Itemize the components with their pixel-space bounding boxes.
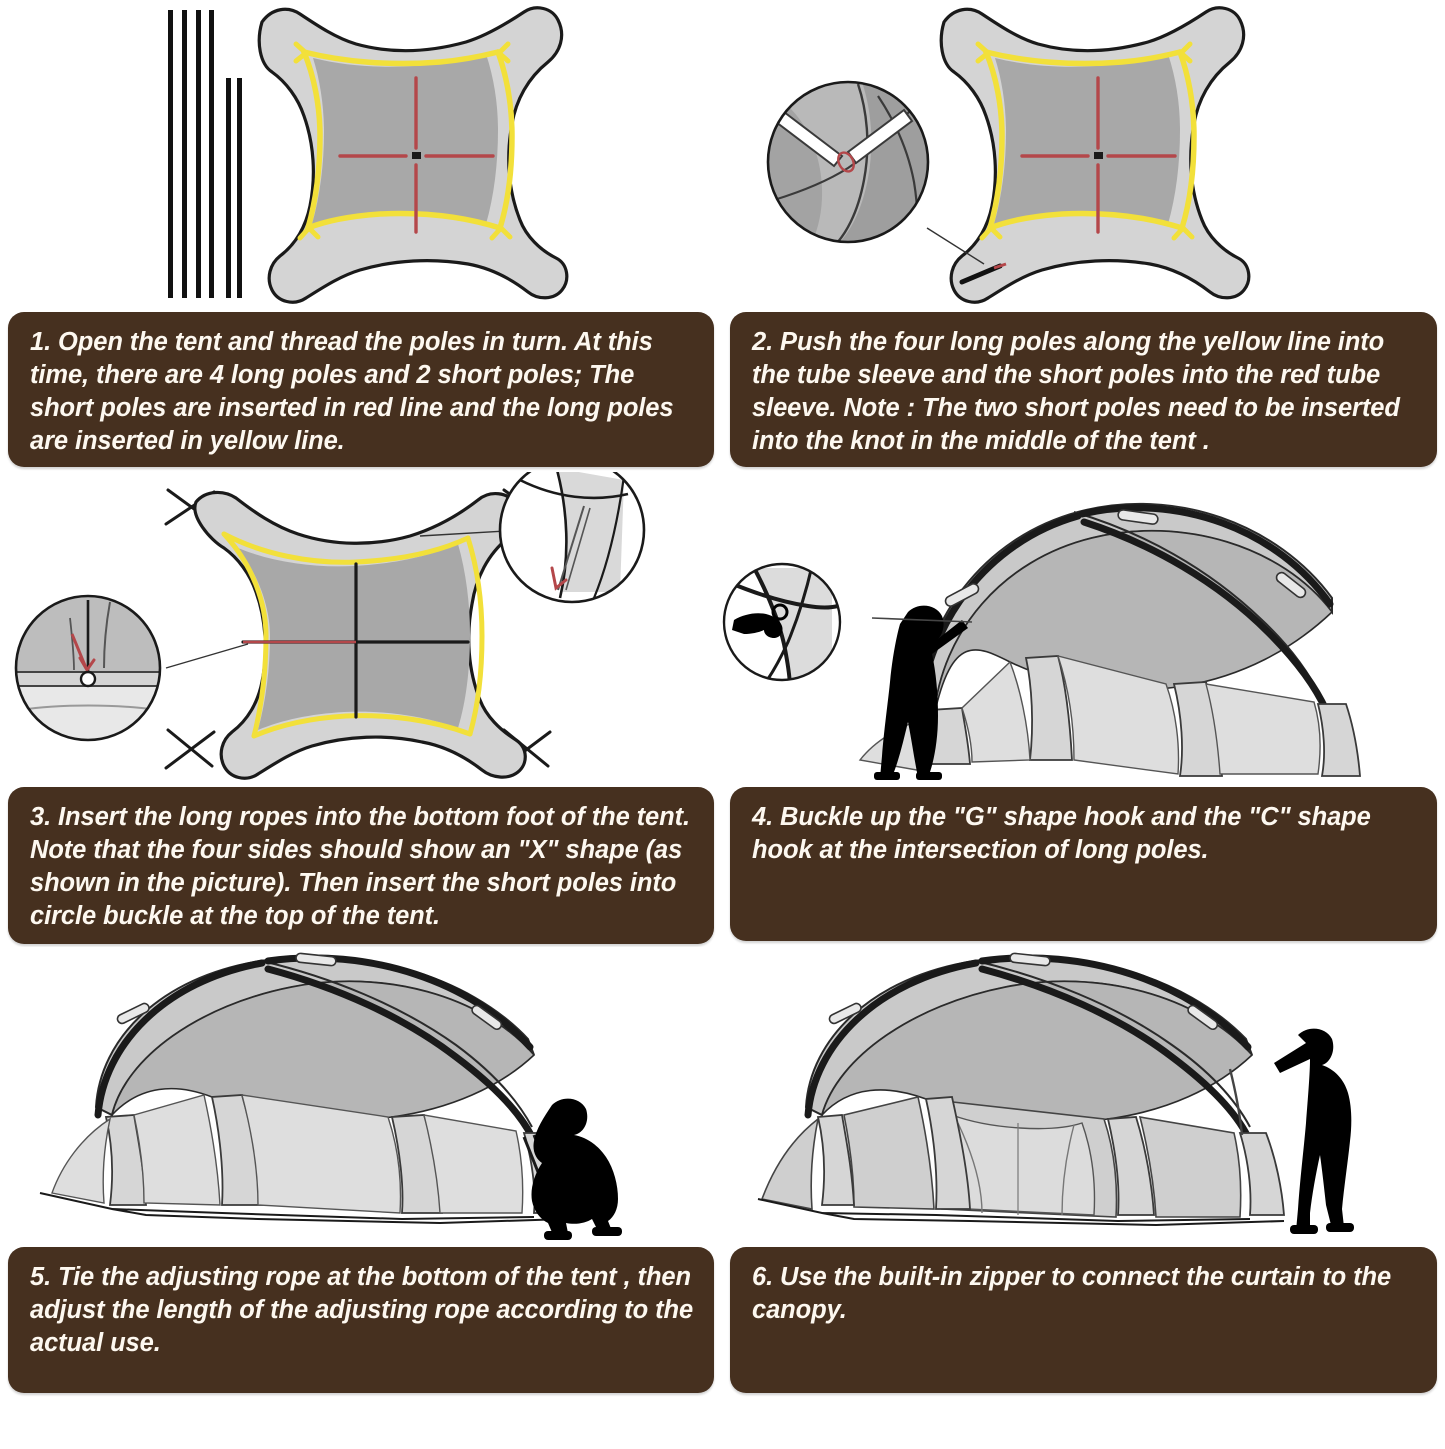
standing-person-silhouette — [1274, 1028, 1354, 1234]
canopy-hook-loops — [828, 952, 1219, 1031]
step-caption-2: 2. Push the four long poles along the ye… — [730, 312, 1437, 467]
canopy-arch-legs — [926, 655, 1361, 777]
step-panel-6: 6. Use the built-in zipper to connect th… — [722, 947, 1445, 1399]
step-panel-5: 5. Tie the adjusting rope at the bottom … — [0, 947, 722, 1399]
step-caption-4: 4. Buckle up the "G" shape hook and the … — [730, 787, 1437, 941]
canopy-arch-legs — [816, 1096, 1285, 1216]
ground-lines — [39, 1192, 567, 1225]
standing-person-silhouette — [874, 605, 968, 780]
short-poles-group — [226, 78, 242, 298]
illustration-flat-tent-with-poles — [0, 0, 722, 312]
canopy-structure — [757, 952, 1285, 1227]
curtain-inner-panels — [950, 1113, 1096, 1216]
flat-tent-body — [257, 6, 569, 304]
illustration-canopy-crouching-person — [0, 947, 722, 1247]
long-poles-group — [168, 10, 214, 298]
detail-leader-line-left — [165, 643, 249, 669]
step-caption-1: 1. Open the tent and thread the poles in… — [8, 312, 714, 467]
step-panel-2: 2. Push the four long poles along the ye… — [722, 0, 1445, 472]
red-sleeve-cross — [1020, 76, 1177, 234]
illustration-flat-tent-pole-insertion — [722, 0, 1445, 312]
canopy-structure — [39, 952, 569, 1225]
center-knot — [412, 152, 421, 159]
detail-leader-line — [926, 227, 985, 265]
canopy-hook-loops — [944, 509, 1307, 607]
canopy-side-curtains — [51, 1094, 524, 1214]
illustration-canopy-with-curtain — [722, 947, 1445, 1247]
yellow-arrow-heads — [293, 41, 513, 241]
step-caption-6: 6. Use the built-in zipper to connect th… — [730, 1247, 1437, 1393]
step-panel-1: 1. Open the tent and thread the poles in… — [0, 0, 722, 472]
yellow-pole-line — [221, 531, 485, 739]
yellow-pole-line — [983, 49, 1197, 231]
ground-lines — [757, 1198, 1285, 1227]
step-panel-3: 3. Insert the long ropes into the bottom… — [0, 472, 722, 947]
center-knot — [1094, 152, 1103, 159]
red-sleeve-cross — [338, 76, 495, 234]
detail-circle-circle-buckle — [14, 594, 162, 742]
illustration-canopy-standing-person — [722, 472, 1445, 787]
yellow-arrow-heads — [975, 41, 1195, 241]
step-caption-5: 5. Tie the adjusting rope at the bottom … — [8, 1247, 714, 1393]
detail-circle-hook-buckle — [722, 562, 842, 682]
step-caption-3: 3. Insert the long ropes into the bottom… — [8, 787, 714, 944]
detail-circle-pole-insert — [766, 80, 930, 244]
yellow-pole-line — [301, 49, 515, 231]
flat-tent-body — [939, 6, 1251, 304]
pole-in-hand — [871, 617, 973, 623]
flat-tent-body — [193, 490, 527, 780]
inserted-pole — [959, 262, 1007, 285]
detail-circle-corner-foot — [498, 472, 646, 604]
step-panel-4: 4. Buckle up the "G" shape hook and the … — [722, 472, 1445, 947]
illustration-flat-tent-crossed-ropes — [0, 472, 722, 787]
canopy-hook-loops — [116, 952, 503, 1031]
zipper — [1228, 1068, 1244, 1136]
crouching-person-silhouette — [531, 1098, 622, 1240]
